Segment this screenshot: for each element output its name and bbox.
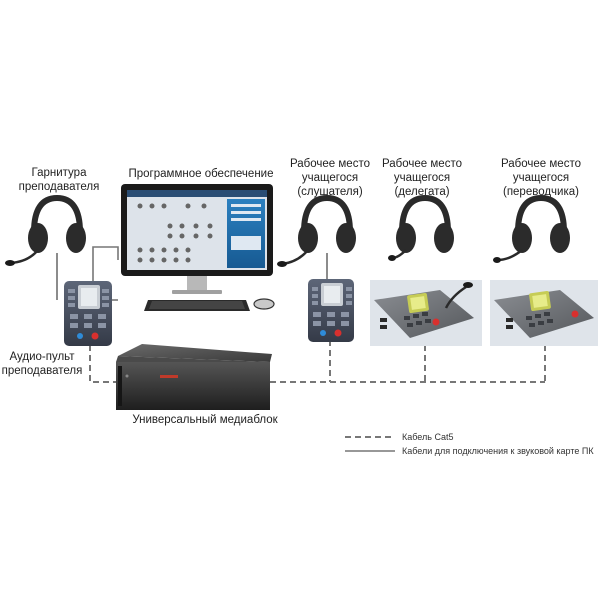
delegate-desk-unit-icon xyxy=(370,280,482,346)
software-label: Программное обеспечение xyxy=(126,167,276,181)
delegate-headset-icon xyxy=(388,194,454,261)
listener-label-line1: Рабочее место xyxy=(290,158,370,170)
universal-media-unit-icon xyxy=(116,344,272,410)
pc-sound-cables xyxy=(92,246,119,301)
interpreter-label-line2: учащегося xyxy=(512,172,570,184)
teacher-console-label-line1: Аудио-пульт xyxy=(9,351,75,363)
interpreter-headset-icon xyxy=(493,194,570,263)
media-unit-label-text: Универсальный медиаблок xyxy=(132,414,278,426)
teacher-audio-console-icon xyxy=(64,281,112,346)
pc-sound-cable-loop xyxy=(92,246,119,282)
teacher-console-label: Аудио-пульт преподавателя xyxy=(0,350,84,378)
listener-console-icon xyxy=(308,279,354,342)
media-unit-label: Универсальный медиаблок xyxy=(130,413,280,427)
teacher-headset-label: Гарнитура преподавателя xyxy=(4,166,114,194)
listener-workplace-label: Рабочее место учащегося (слушателя) xyxy=(280,157,380,199)
delegate-label-line1: Рабочее место xyxy=(382,158,462,170)
cat5-cables xyxy=(89,340,546,383)
delegate-label-line3: (делегата) xyxy=(394,186,450,198)
listener-label-line2: учащегося xyxy=(301,172,359,184)
interpreter-desk-unit-icon xyxy=(490,280,598,346)
listener-headset-icon xyxy=(277,194,356,280)
delegate-label-line2: учащегося xyxy=(393,172,451,184)
mouse-icon xyxy=(253,298,275,310)
keyboard-icon xyxy=(144,300,250,311)
teacher-console-label-line2: преподавателя xyxy=(1,365,83,377)
software-label-text: Программное обеспечение xyxy=(128,168,274,180)
teacher-headset-icon xyxy=(5,194,86,300)
legend xyxy=(345,436,395,452)
interpreter-workplace-label: Рабочее место учащегося (переводчика) xyxy=(486,157,596,199)
teacher-headset-label-line2: преподавателя xyxy=(18,181,100,193)
listener-label-line3: (слушателя) xyxy=(297,186,363,198)
interpreter-label-line3: (переводчика) xyxy=(502,186,579,198)
legend-pc-sound-label: Кабели для подключения к звуковой карте … xyxy=(402,446,594,456)
teacher-headset-label-line1: Гарнитура xyxy=(31,167,87,179)
interpreter-label-line1: Рабочее место xyxy=(501,158,581,170)
legend-cat5-label: Кабель Cat5 xyxy=(402,432,454,442)
pc-monitor-icon xyxy=(121,184,273,294)
delegate-workplace-label: Рабочее место учащегося (делегата) xyxy=(372,157,472,199)
cat5-cable-teacher-console xyxy=(89,345,116,383)
